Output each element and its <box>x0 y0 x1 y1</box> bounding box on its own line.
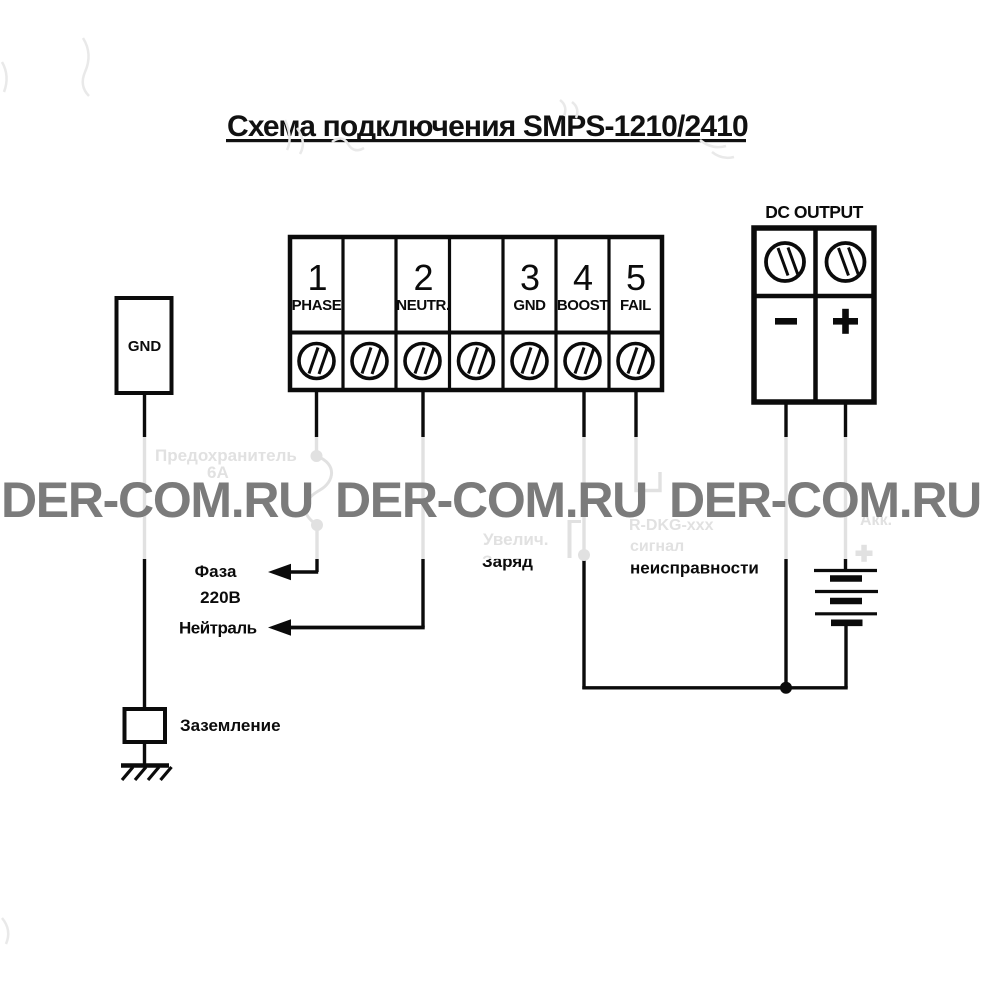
svg-text:Фаза: Фаза <box>195 562 237 581</box>
svg-text:сигнал: сигнал <box>630 538 684 555</box>
svg-text:PHASE: PHASE <box>292 297 342 314</box>
svg-text:GND: GND <box>128 338 162 355</box>
svg-text:DER-COM.RU: DER-COM.RU <box>1 472 313 528</box>
svg-text:220В: 220В <box>200 588 241 607</box>
svg-text:DER-COM.RU: DER-COM.RU <box>669 472 981 528</box>
svg-text:Предохранитель: Предохранитель <box>155 446 297 465</box>
svg-text:неисправности: неисправности <box>630 559 759 578</box>
svg-text:NEUTR.: NEUTR. <box>396 297 450 314</box>
svg-text:5: 5 <box>626 257 646 298</box>
svg-text:3: 3 <box>520 257 540 298</box>
svg-text:Нейтраль: Нейтраль <box>179 619 257 638</box>
svg-text:Акк.: Акк. <box>860 512 892 529</box>
svg-text:BOOST: BOOST <box>557 297 609 314</box>
svg-text:6А: 6А <box>207 463 229 482</box>
svg-text:GND: GND <box>513 297 546 314</box>
svg-text:DC OUTPUT: DC OUTPUT <box>765 202 863 222</box>
svg-text:1: 1 <box>307 257 327 298</box>
svg-text:2: 2 <box>413 257 433 298</box>
svg-text:DER-COM.RU: DER-COM.RU <box>335 472 647 528</box>
svg-text:FAIL: FAIL <box>620 297 651 314</box>
svg-text:R-DKG-xxx: R-DKG-xxx <box>629 517 714 534</box>
svg-text:Заземление: Заземление <box>180 716 281 735</box>
svg-text:4: 4 <box>573 257 593 298</box>
svg-text:Схема подключения SMPS-1210/24: Схема подключения SMPS-1210/2410 <box>227 110 748 143</box>
svg-text:Увелич.: Увелич. <box>483 530 548 549</box>
